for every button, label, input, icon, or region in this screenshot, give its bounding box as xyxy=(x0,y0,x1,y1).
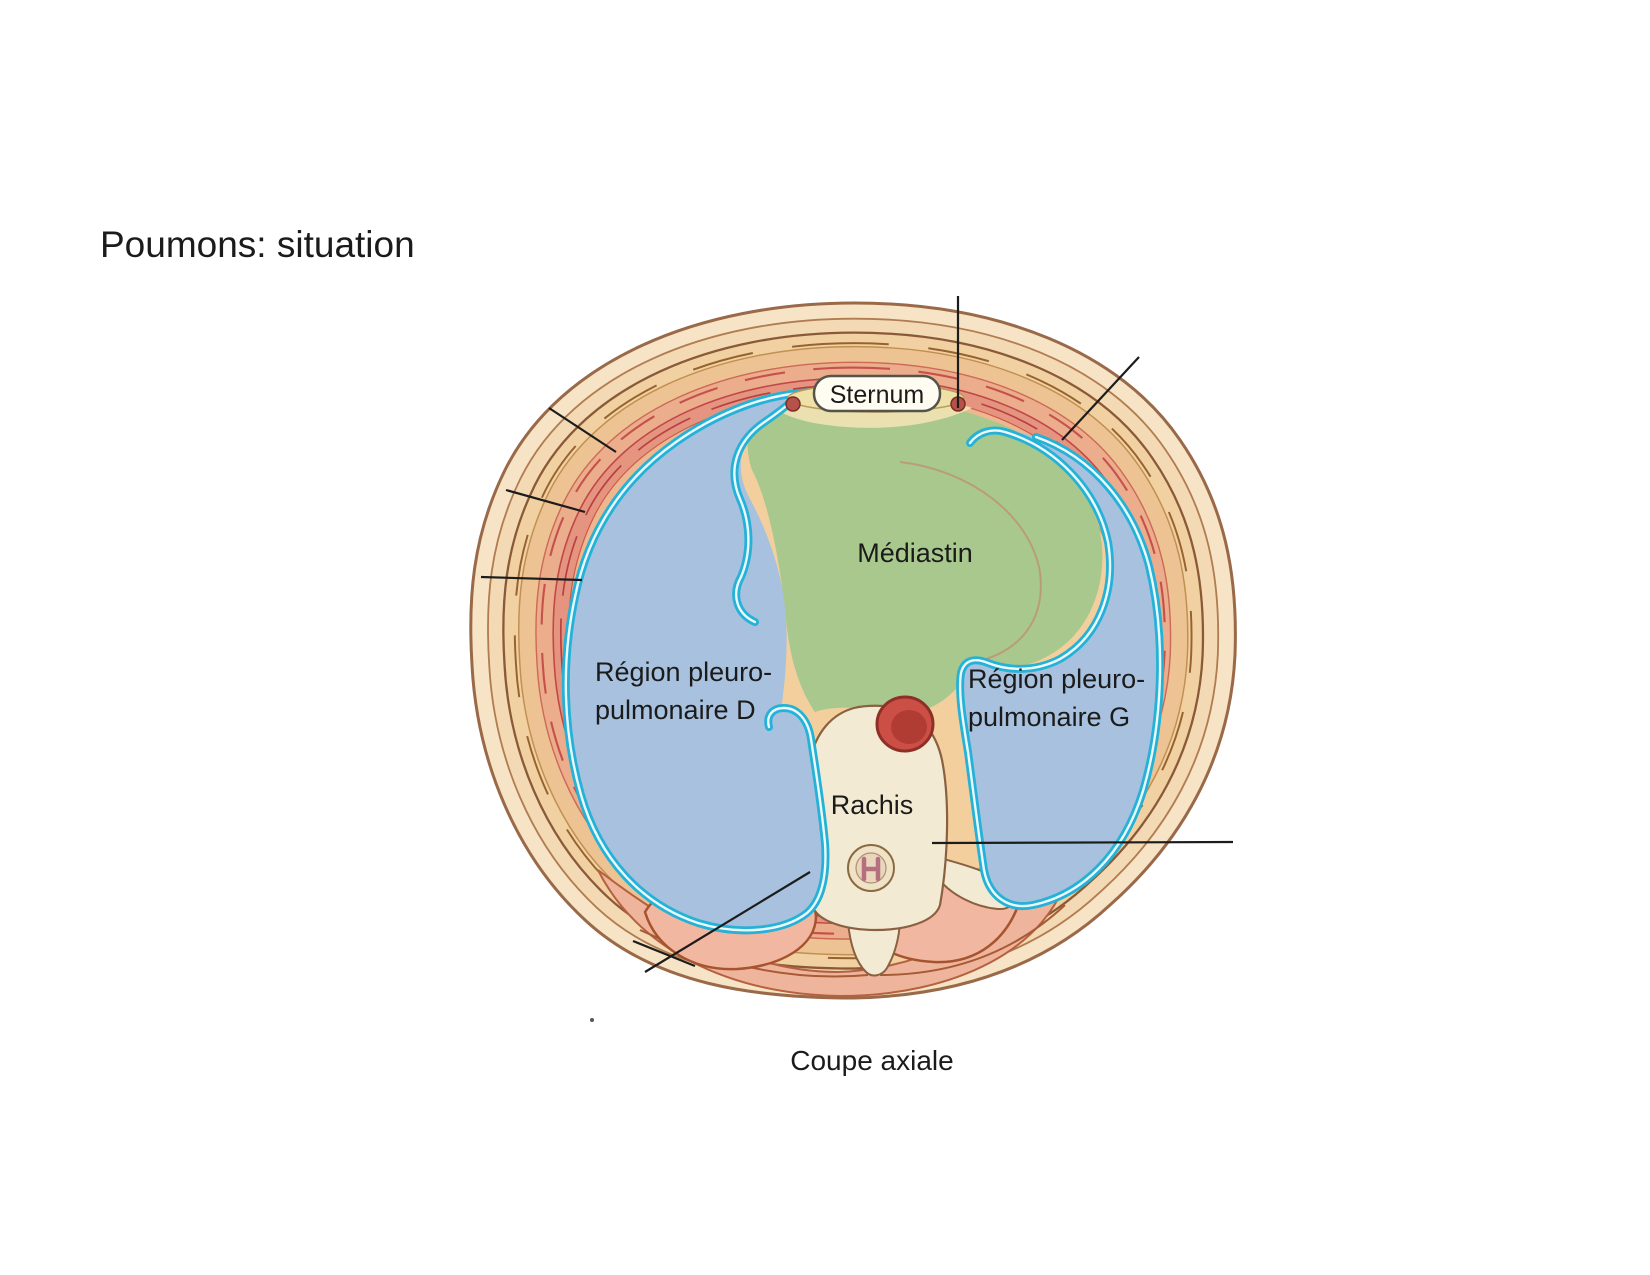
aorta-lumen-shade xyxy=(891,710,927,744)
region-left-label-line2: pulmonaire G xyxy=(968,702,1130,732)
leader-line-left-lower xyxy=(480,575,583,582)
region-right-label-line1: Région pleuro- xyxy=(595,657,772,687)
spinal-cord-gray-matter-icon xyxy=(861,856,881,882)
sternum-label-pill xyxy=(812,374,942,413)
leader-line-bottom-left-diagonal xyxy=(644,871,811,973)
right-lung-pleura-inner-line xyxy=(564,391,827,932)
posterior-muscle-separator-right xyxy=(879,904,1066,976)
leader-line-right-horizontal xyxy=(931,840,1234,845)
rachis-label: Rachis xyxy=(831,790,914,820)
region-left-label-line1: Région pleuro- xyxy=(968,664,1145,694)
stray-mark xyxy=(590,1018,594,1022)
pericardium-arc xyxy=(899,461,1042,663)
page-title: Poumons: situation xyxy=(100,224,415,265)
left-lung-pleura-inner-line xyxy=(958,429,1162,908)
region-right-label-line2: pulmonaire D xyxy=(595,695,756,725)
sternum-label: Sternum xyxy=(830,381,924,409)
leader-line-left-upper xyxy=(505,488,586,514)
leader-line-bottom-left-short xyxy=(632,939,696,968)
leader-line-top-right-diagonal xyxy=(1061,356,1140,441)
right-lung-region xyxy=(565,394,826,931)
mediastinum-region xyxy=(747,397,1103,713)
leader-lines xyxy=(480,296,1234,973)
leader-line-top-left-diagonal xyxy=(548,407,617,453)
figure-caption: Coupe axiale xyxy=(790,1045,953,1076)
internal-thoracic-vessel-left xyxy=(785,396,801,412)
mediastinum-label: Médiastin xyxy=(857,538,973,568)
